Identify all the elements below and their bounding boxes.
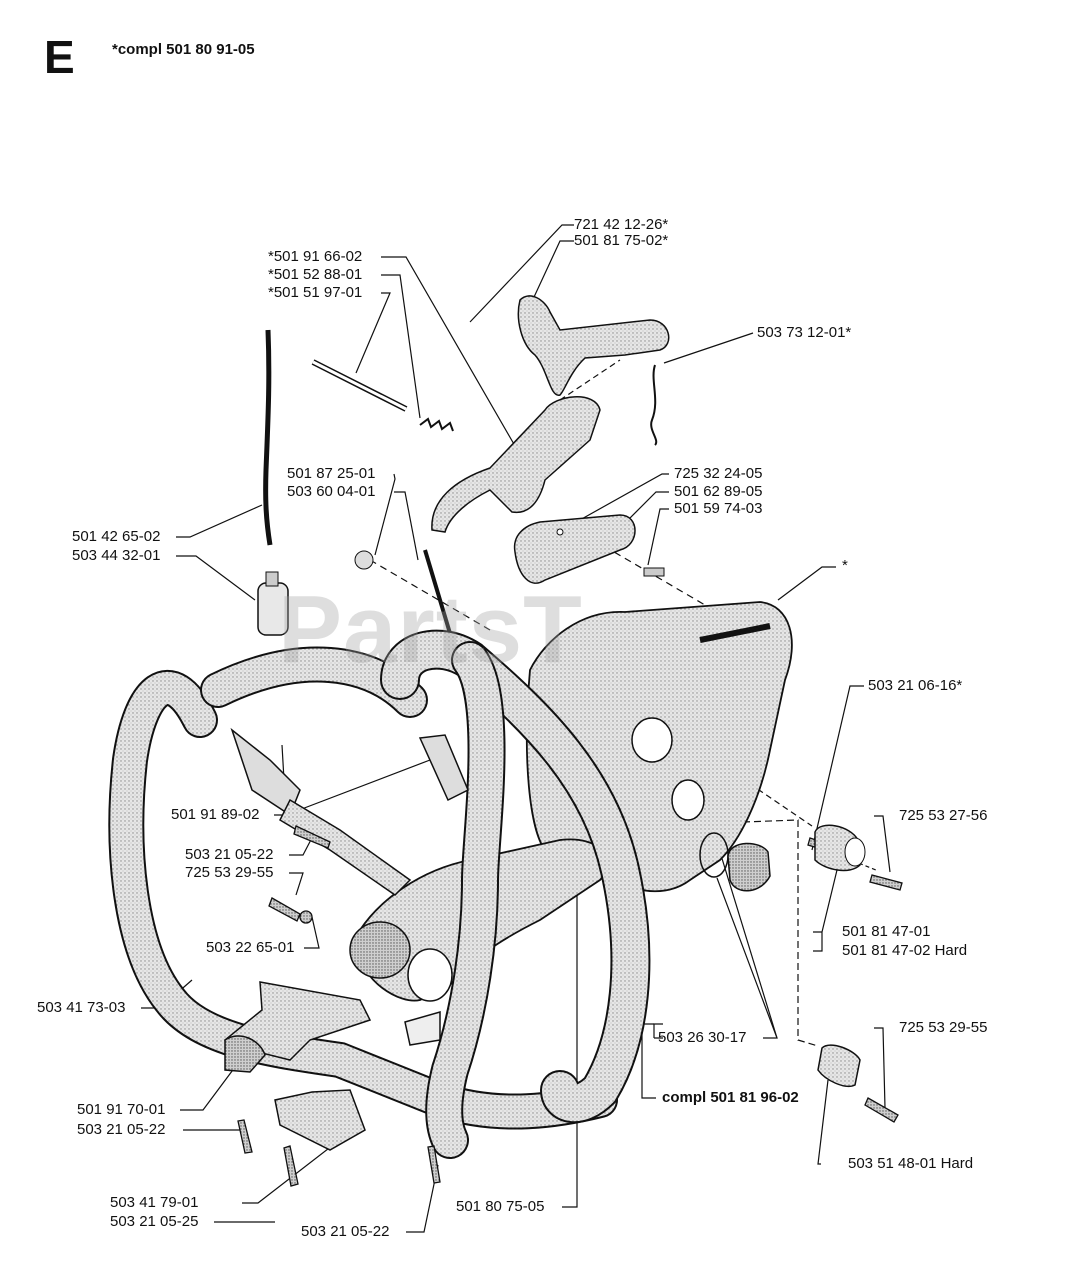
part-label: 725 53 27-56 bbox=[899, 807, 988, 824]
oil-cap-and-ring bbox=[699, 832, 771, 892]
trigger-pin bbox=[311, 359, 408, 412]
part-label: 501 81 75-02* bbox=[574, 232, 669, 249]
part-label: 725 53 29-55 bbox=[185, 864, 274, 881]
handle-bracket bbox=[224, 981, 441, 1073]
chain-guard-cover bbox=[513, 514, 665, 584]
complete-assembly-label: *compl 501 80 91-05 bbox=[112, 41, 255, 58]
part-label: 503 21 05-22 bbox=[301, 1223, 390, 1240]
part-label: 503 21 06-16* bbox=[868, 677, 963, 694]
part-label: * bbox=[842, 557, 848, 574]
part-label: 503 41 73-03 bbox=[37, 999, 126, 1016]
part-label: 501 80 75-05 bbox=[456, 1198, 545, 1215]
part-label: 501 81 47-01 bbox=[842, 923, 931, 940]
part-label: *501 91 66-02 bbox=[268, 248, 363, 265]
part-label: 501 59 74-03 bbox=[674, 500, 763, 517]
watermark: PartsT bbox=[278, 576, 583, 683]
spring bbox=[419, 417, 454, 432]
part-label: *501 51 97-01 bbox=[268, 284, 363, 301]
part-label: 725 32 24-05 bbox=[674, 465, 763, 482]
part-label: 503 21 05-25 bbox=[110, 1213, 199, 1230]
part-label: *501 52 88-01 bbox=[268, 266, 363, 283]
bottom-plate bbox=[274, 1089, 366, 1151]
part-label: 503 60 04-01 bbox=[287, 483, 376, 500]
handle-sleeves bbox=[230, 727, 469, 896]
lockout-spring bbox=[650, 364, 658, 446]
part-label: compl 501 81 96-02 bbox=[662, 1089, 799, 1106]
part-label: 503 51 48-01 Hard bbox=[848, 1155, 974, 1172]
part-label: 503 21 05-22 bbox=[77, 1121, 166, 1138]
throttle-trigger bbox=[431, 396, 601, 533]
anti-vibration-buffer-lower bbox=[817, 1044, 861, 1087]
part-label: 501 87 25-01 bbox=[287, 465, 376, 482]
part-label: 725 53 29-55 bbox=[899, 1019, 988, 1036]
part-label: 501 91 89-02 bbox=[171, 806, 260, 823]
part-label: 721 42 12-26* bbox=[574, 216, 669, 233]
part-label: 503 22 65-01 bbox=[206, 939, 295, 956]
part-label: 503 73 12-01* bbox=[757, 324, 852, 341]
part-label: 503 21 05-22 bbox=[185, 846, 274, 863]
part-label: 503 44 32-01 bbox=[72, 547, 161, 564]
part-label: 503 26 30-17 bbox=[658, 1029, 747, 1046]
section-letter: E bbox=[44, 31, 75, 83]
trigger-lockout bbox=[517, 295, 670, 396]
part-label: 501 62 89-05 bbox=[674, 483, 763, 500]
part-label: 503 41 79-01 bbox=[110, 1194, 199, 1211]
part-label: 501 91 70-01 bbox=[77, 1101, 166, 1118]
anti-vibration-buffer-upper bbox=[814, 824, 866, 872]
fuel-filter bbox=[257, 571, 289, 636]
part-label: 501 81 47-02 Hard bbox=[842, 942, 968, 959]
part-label: 501 42 65-02 bbox=[72, 528, 161, 545]
fuel-hose bbox=[263, 329, 273, 546]
rear-handle-loop bbox=[380, 629, 651, 1159]
